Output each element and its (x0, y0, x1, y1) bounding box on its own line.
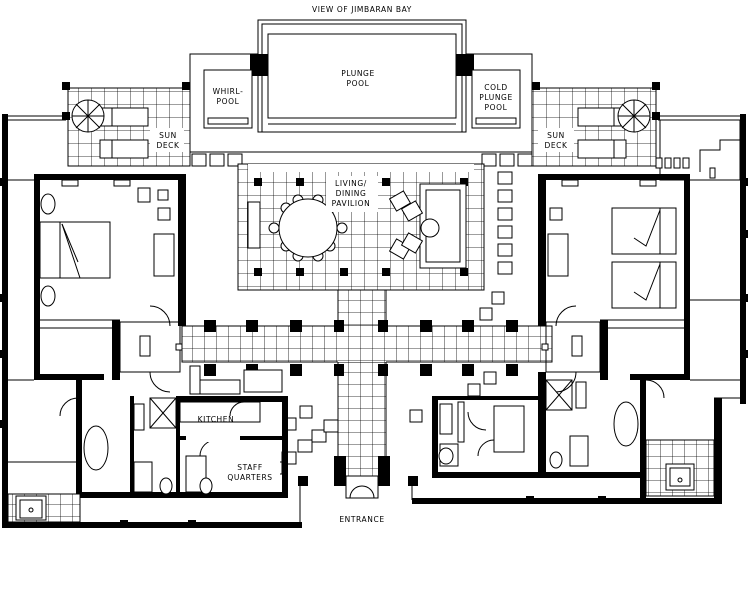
sun-deck-right-label-line1: SUN (547, 131, 565, 140)
cold-plunge-label-line3: POOL (485, 103, 508, 112)
pool-terrace (189, 19, 533, 167)
cold-plunge-label-line1: COLD (484, 83, 508, 92)
sun-deck-right-label-line2: DECK (544, 141, 568, 150)
sun-deck-left-label-line1: SUN (159, 131, 177, 140)
staff-quarters-label-line2: QUARTERS (227, 473, 272, 482)
plunge-pool-label-line2: POOL (347, 79, 370, 88)
kitchen-label: KITCHEN (198, 415, 235, 424)
right-service-wing (432, 372, 715, 498)
plunge-pool-label-line1: PLUNGE (341, 69, 375, 78)
cold-plunge-label-line2: PLUNGE (479, 93, 513, 102)
whirlpool-label-line2: POOL (217, 97, 240, 106)
living-label-line2: DINING (336, 189, 367, 198)
left-bedroom (34, 174, 186, 393)
entrance-label: ENTRANCE (339, 515, 384, 524)
site-boundary (0, 114, 748, 528)
sun-deck-left-label-line2: DECK (156, 141, 180, 150)
staff-quarters-label-line1: STAFF (237, 463, 263, 472)
sun-deck-left (62, 82, 191, 167)
right-bedroom (538, 174, 690, 393)
plan-labels: VIEW OF JIMBARAN BAY PLUNGE POOL WHIRL- … (156, 5, 568, 524)
lounge-furniture (388, 183, 467, 269)
sun-deck-right (531, 82, 660, 167)
left-service-wing (7, 365, 288, 523)
living-label-line3: PAVILION (332, 199, 371, 208)
view-label: VIEW OF JIMBARAN BAY (312, 5, 412, 14)
dining-table (268, 194, 348, 262)
living-dining-pavilion (237, 163, 513, 321)
whirlpool-label-line1: WHIRL- (213, 87, 244, 96)
living-label-line1: LIVING/ (335, 179, 367, 188)
outdoor-shower-right (655, 119, 741, 181)
